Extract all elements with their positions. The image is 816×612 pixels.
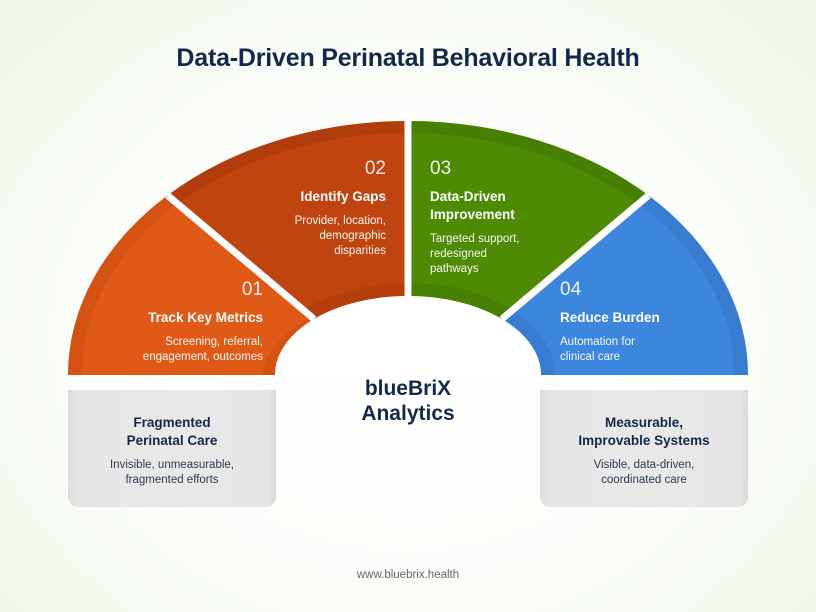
segment-03-desc-line: redesigned <box>430 248 487 260</box>
segment-02-desc-line: demographic <box>319 230 386 242</box>
separator-01-02 <box>165 192 317 322</box>
segment-02-shade <box>167 121 408 204</box>
center-brand-label: blueBriX Analytics <box>308 376 508 426</box>
center-label-line2: Analytics <box>361 402 455 425</box>
segment-02-desc-line: disparities <box>334 245 386 257</box>
footer-website-link[interactable]: www.bluebrix.health <box>356 569 460 581</box>
box-left-title-line: Perinatal Care <box>126 433 218 448</box>
box-left-desc-line: Invisible, unmeasurable, <box>109 459 234 471</box>
segment-02-inner-shade <box>304 283 408 319</box>
box-right-desc: Visible, data-driven, coordinated care <box>540 458 748 488</box>
segment-01-desc: Screening, referral, engagement, outcome… <box>105 335 263 365</box>
segment-04-number: 04 <box>560 279 582 300</box>
box-left-desc-line: fragmented efforts <box>125 474 219 486</box>
segment-03: 03 Data-Driven Improvement Targeted supp… <box>430 158 580 277</box>
box-left-desc: Invisible, unmeasurable, fragmented effo… <box>68 458 276 488</box>
segment-02-desc: Provider, location, demographic disparit… <box>236 214 386 259</box>
box-right-title: Measurable, Improvable Systems <box>540 414 748 450</box>
center-hub <box>275 296 541 375</box>
segment-03-shade <box>408 121 649 204</box>
box-left-title: Fragmented Perinatal Care <box>68 414 276 450</box>
box-left-title-line: Fragmented <box>133 415 211 430</box>
segment-01: 01 Track Key Metrics Screening, referral… <box>105 279 263 365</box>
segment-03-desc-line: pathways <box>430 263 479 275</box>
segment-02-number: 02 <box>364 158 386 179</box>
segment-04: 04 Reduce Burden Automation for clinical… <box>560 279 710 365</box>
segment-04-inner-shade <box>502 310 555 375</box>
segment-03-title-line: Improvement <box>430 207 515 222</box>
segment-02: 02 Identify Gaps Provider, location, dem… <box>236 158 386 259</box>
segment-01-inner-shade <box>261 312 322 375</box>
segment-01-shade <box>68 195 178 375</box>
box-right-title-line: Measurable, <box>604 415 684 430</box>
box-after-state: Measurable, Improvable Systems Visible, … <box>540 390 748 507</box>
box-right-desc-line: Visible, data-driven, <box>593 459 695 471</box>
center-label-line1: blueBriX <box>364 377 452 400</box>
box-right-desc-line: coordinated care <box>601 474 687 486</box>
segment-03-title: Data-Driven Improvement <box>430 188 580 224</box>
segment-03-number: 03 <box>430 158 452 179</box>
box-before-state: Fragmented Perinatal Care Invisible, unm… <box>68 390 276 507</box>
box-right-title-line: Improvable Systems <box>578 433 710 448</box>
segment-03-inner-shade <box>408 283 512 319</box>
segment-03-desc: Targeted support, redesigned pathways <box>430 232 580 277</box>
segment-03-desc-line: Targeted support, <box>430 233 520 245</box>
segment-04-desc: Automation for clinical care <box>560 335 710 365</box>
diagram-title: Data-Driven Perinatal Behavioral Health <box>176 44 640 72</box>
segment-04-desc-line: clinical care <box>560 351 621 363</box>
segment-04-title: Reduce Burden <box>560 310 660 325</box>
segment-01-desc-line: engagement, outcomes <box>142 351 263 363</box>
segment-04-shade <box>638 195 748 375</box>
segment-02-desc-line: Provider, location, <box>294 215 386 227</box>
segment-03-title-line: Data-Driven <box>430 189 506 204</box>
segment-04-desc-line: Automation for <box>560 336 635 348</box>
segment-01-number: 01 <box>241 279 263 300</box>
segment-01-title: Track Key Metrics <box>148 310 263 325</box>
segment-02-title: Identify Gaps <box>300 189 386 204</box>
segment-01-desc-line: Screening, referral, <box>165 336 263 348</box>
separator-03-04 <box>499 192 651 322</box>
